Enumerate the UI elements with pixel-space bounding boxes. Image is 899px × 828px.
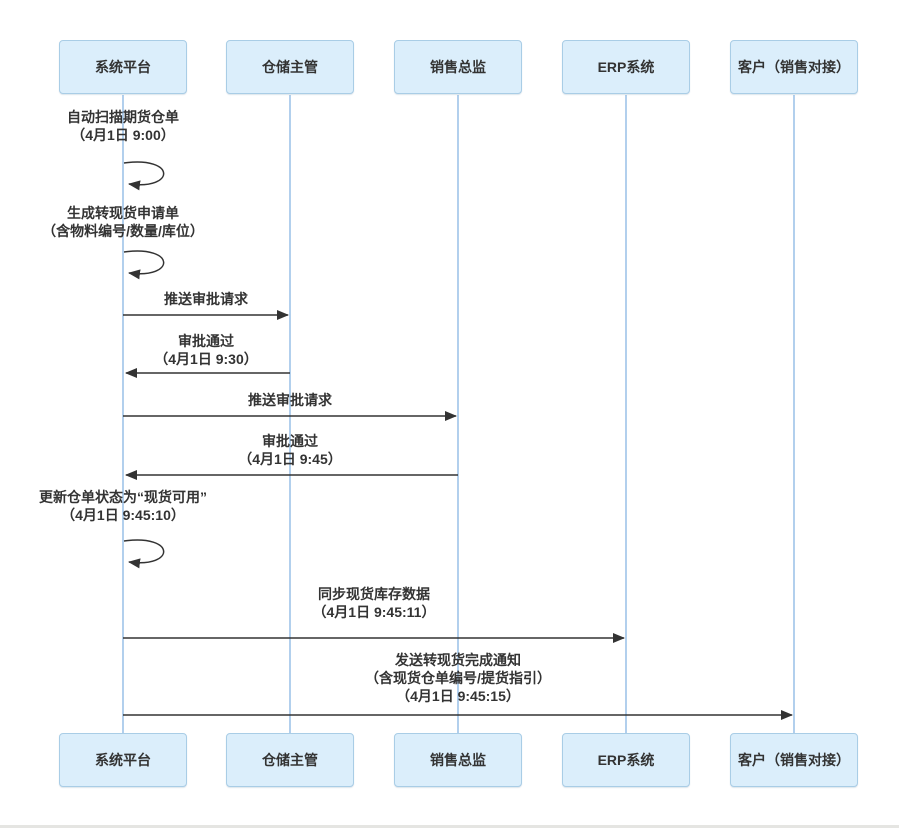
actor-bottom-system-platform: 系统平台 (59, 733, 187, 787)
self-loop-arrow-scan (123, 161, 165, 191)
message-line: 推送审批请求 (164, 291, 248, 307)
message-line: 更新仓单状态为“现货可用” (39, 489, 207, 505)
actor-top-warehouse-manager: 仓储主管 (226, 40, 354, 94)
actor-top-system-platform: 系统平台 (59, 40, 187, 94)
actor-bottom-warehouse-manager: 仓储主管 (226, 733, 354, 787)
message-label-approval-passed-sales: 审批通过 （4月1日 9:45） (238, 432, 341, 468)
actor-bottom-sales-director: 销售总监 (394, 733, 522, 787)
message-label-generate-application: 生成转现货申请单 （含物料编号/数量/库位） (42, 204, 204, 240)
screenshot-bottom-edge (0, 825, 899, 828)
self-loop-arrow-generate (123, 250, 165, 280)
message-line: 自动扫描期货仓单 (67, 109, 179, 125)
message-line: （4月1日 9:45:10） (61, 507, 185, 523)
message-line: 审批通过 (261, 433, 318, 449)
message-line: （含物料编号/数量/库位） (42, 223, 204, 239)
message-line: （4月1日 9:00） (71, 127, 175, 143)
message-line: 审批通过 (177, 333, 234, 349)
actor-bottom-customer: 客户（销售对接） (730, 733, 858, 787)
message-line: 发送转现货完成通知 (394, 652, 521, 668)
actor-top-erp-system: ERP系统 (562, 40, 690, 94)
message-label-update-receipt-status: 更新仓单状态为“现货可用” （4月1日 9:45:10） (39, 488, 207, 524)
message-line: （含现货仓单编号/提货指引） (365, 670, 551, 686)
message-label-sync-inventory: 同步现货库存数据 （4月1日 9:45:11） (313, 585, 436, 621)
message-label-approval-passed-warehouse: 审批通过 （4月1日 9:30） (154, 332, 257, 368)
message-label-push-approval-sales: 推送审批请求 (248, 391, 332, 409)
message-line: （4月1日 9:45:11） (312, 604, 436, 620)
actor-top-sales-director: 销售总监 (394, 40, 522, 94)
actor-top-customer: 客户（销售对接） (730, 40, 858, 94)
message-line: 生成转现货申请单 (67, 205, 179, 221)
message-label-scan-futures-receipt: 自动扫描期货仓单 （4月1日 9:00） (67, 108, 179, 144)
self-loop-arrow-update-status (123, 539, 165, 569)
message-line: （4月1日 9:45:15） (396, 688, 520, 704)
message-line: 推送审批请求 (248, 392, 332, 408)
message-label-push-approval-warehouse: 推送审批请求 (164, 290, 248, 308)
message-line: （4月1日 9:45） (238, 451, 342, 467)
message-line: （4月1日 9:30） (154, 351, 258, 367)
actor-bottom-erp-system: ERP系统 (562, 733, 690, 787)
message-label-notify-customer: 发送转现货完成通知 （含现货仓单编号/提货指引） （4月1日 9:45:15） (365, 651, 551, 705)
message-line: 同步现货库存数据 (317, 586, 430, 602)
